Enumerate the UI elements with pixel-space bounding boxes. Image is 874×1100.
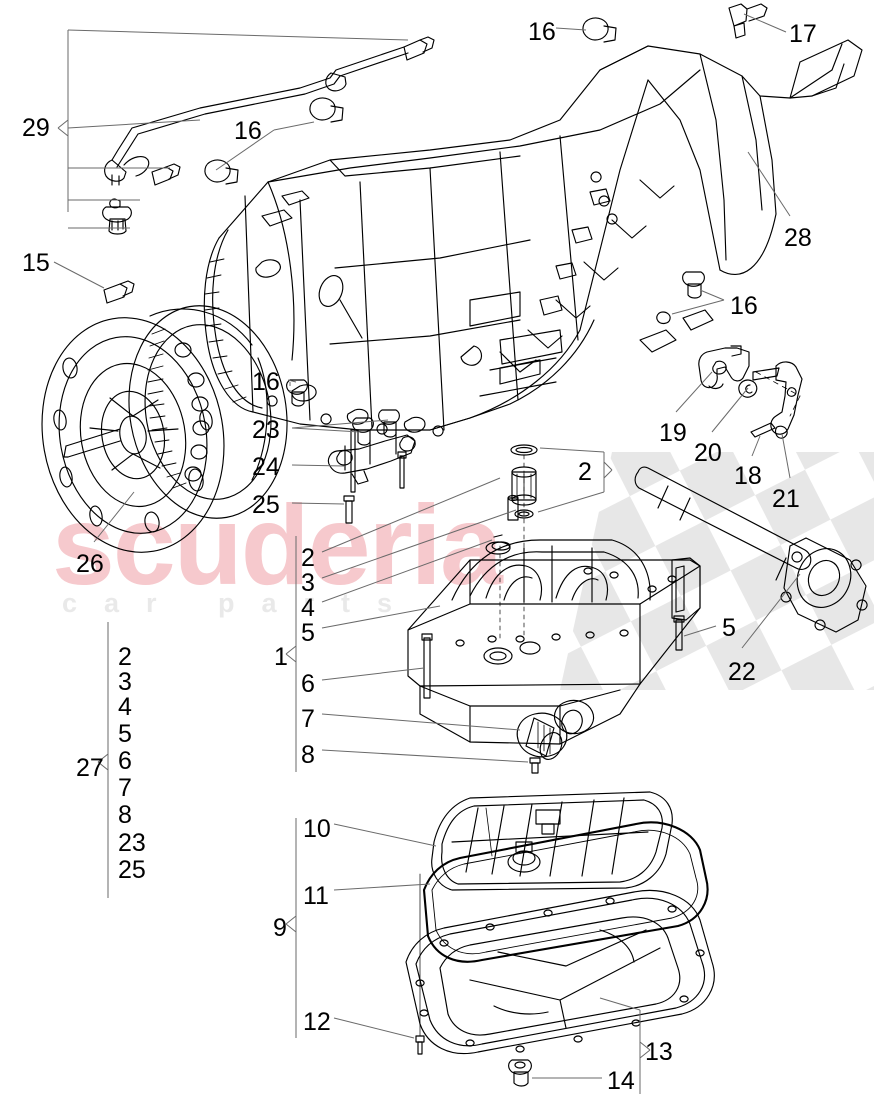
checkered-flag-watermark — [560, 452, 874, 690]
callout-19: 19 — [659, 419, 687, 447]
group-27-item-5: 5 — [118, 720, 132, 748]
part-18-roll-pin — [750, 422, 776, 438]
watermark-car-parts: car parts — [62, 588, 420, 618]
callout-29: 29 — [22, 114, 50, 142]
callout-16-top-centre: 16 — [528, 18, 556, 46]
group-27-item-8: 8 — [118, 801, 132, 829]
callout-27: 27 — [76, 754, 104, 782]
group-27-item-2: 2 — [118, 643, 132, 671]
callout-25: 25 — [252, 491, 280, 519]
group-27-item-3: 3 — [118, 668, 132, 696]
callout-28: 28 — [784, 224, 812, 252]
callout-12: 12 — [303, 1008, 331, 1036]
callout-14: 14 — [607, 1067, 635, 1095]
callout-26: 26 — [76, 550, 104, 578]
callout-6: 6 — [301, 670, 315, 698]
part-16-plugs — [204, 17, 705, 407]
part-11-gasket — [422, 821, 709, 963]
callout-9: 9 — [273, 914, 287, 942]
callout-4-valvebody: 4 — [301, 594, 315, 622]
group-27-item-4: 4 — [118, 693, 132, 721]
transmission-housing-main — [203, 39, 863, 437]
callout-2-valvebody: 2 — [301, 544, 315, 572]
callout-16-top-left: 16 — [234, 117, 262, 145]
callout-16-right: 16 — [730, 292, 758, 320]
callout-17: 17 — [789, 20, 817, 48]
callout-22: 22 — [728, 658, 756, 686]
callout-10: 10 — [303, 815, 331, 843]
callout-1: 1 — [274, 643, 288, 671]
part-21-selector-lever — [752, 361, 803, 439]
callout-15: 15 — [22, 249, 50, 277]
callout-7: 7 — [301, 705, 315, 733]
callout-13: 13 — [645, 1038, 673, 1066]
callout-24: 24 — [252, 453, 280, 481]
callout-23: 23 — [252, 416, 280, 444]
part-19-detent-plate — [698, 345, 750, 390]
parts-2345-seal-stack — [485, 444, 538, 641]
group-27-item-7: 7 — [118, 774, 132, 802]
part-11-gasket-inner — [431, 829, 699, 955]
callout-5-right: 5 — [722, 614, 736, 642]
callout-20: 20 — [694, 439, 722, 467]
leader-lines — [53, 13, 801, 1094]
part-10-oil-filter — [431, 791, 673, 891]
callout-16-lower-left: 16 — [252, 368, 280, 396]
callout-3-valvebody: 3 — [301, 569, 315, 597]
part-1-valve-body — [407, 539, 701, 745]
callout-5-valvebody: 5 — [301, 619, 315, 647]
callout-11: 11 — [303, 882, 329, 910]
part-8-bolt — [529, 757, 541, 774]
part-23-bushings — [352, 409, 400, 446]
part-12-pan-bolt — [415, 873, 425, 1055]
part-24-shift-bracket — [327, 429, 416, 493]
group-27-item-6: 6 — [118, 747, 132, 775]
callout-8: 8 — [301, 741, 315, 769]
part-29-oil-pipe — [102, 36, 435, 235]
group-27-item-23: 23 — [118, 829, 146, 857]
part-15-bolt — [103, 280, 135, 304]
part-26-torque-converter — [41, 305, 288, 553]
watermark-scuderia: scuderia — [52, 482, 503, 608]
group-27-item-25: 25 — [118, 856, 146, 884]
callout-21: 21 — [772, 485, 800, 513]
part-13-oil-pan — [405, 889, 715, 1054]
part-25-bolt — [343, 495, 355, 524]
callout-18: 18 — [734, 462, 762, 490]
part-6-long-bolt — [421, 633, 433, 699]
part-5-bolt-right — [673, 615, 685, 651]
part-22-output-shaft — [634, 466, 868, 633]
callout-2-right: 2 — [578, 458, 592, 486]
part-14-drain-plug — [508, 1059, 532, 1087]
part-7-connector — [516, 712, 568, 760]
